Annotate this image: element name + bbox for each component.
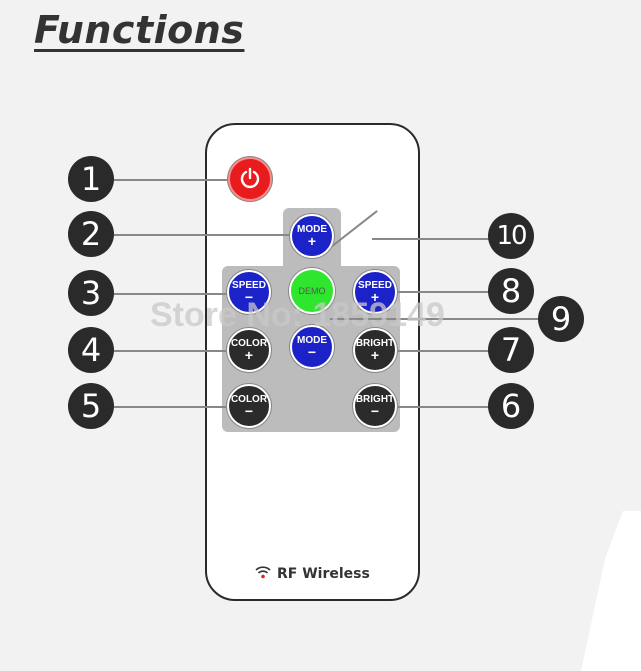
leader-line-2 [114,234,289,236]
callout-5: 5 [68,383,114,429]
callout-7: 7 [488,327,534,373]
power-button[interactable] [228,157,272,201]
callout-6: 6 [488,383,534,429]
callout-2: 2 [68,211,114,257]
mode-minus-button[interactable]: MODE − [290,325,334,369]
callout-4: 4 [68,327,114,373]
leader-line-5 [114,406,228,408]
callout-9: 9 [538,296,584,342]
leader-line-9 [330,318,540,320]
leader-line-10a [372,238,492,240]
leader-line-4 [114,350,228,352]
bright-minus-button[interactable]: BRIGHT − [353,384,397,428]
callout-8: 8 [488,268,534,314]
mode-plus-button[interactable]: MODE + [290,214,334,258]
leader-line-3 [114,293,228,295]
bright-plus-button[interactable]: BRIGHT + [353,328,397,372]
power-icon [239,167,261,192]
speed-plus-button[interactable]: SPEED + [353,270,397,314]
page-title: Functions [34,8,245,52]
callout-1: 1 [68,156,114,202]
callout-10: 10 [488,213,534,259]
speed-minus-button[interactable]: SPEED − [227,270,271,314]
decorative-shape [581,511,641,671]
demo-button[interactable]: DEMO [289,268,335,314]
wireless-icon [255,565,271,583]
color-minus-button[interactable]: COLOR − [227,384,271,428]
leader-line-6 [396,406,492,408]
callout-3: 3 [68,270,114,316]
leader-line-1 [114,179,230,181]
color-plus-button[interactable]: COLOR + [227,328,271,372]
leader-line-8 [396,291,492,293]
rf-wireless-label: RF Wireless [255,565,370,583]
leader-line-7 [396,350,492,352]
